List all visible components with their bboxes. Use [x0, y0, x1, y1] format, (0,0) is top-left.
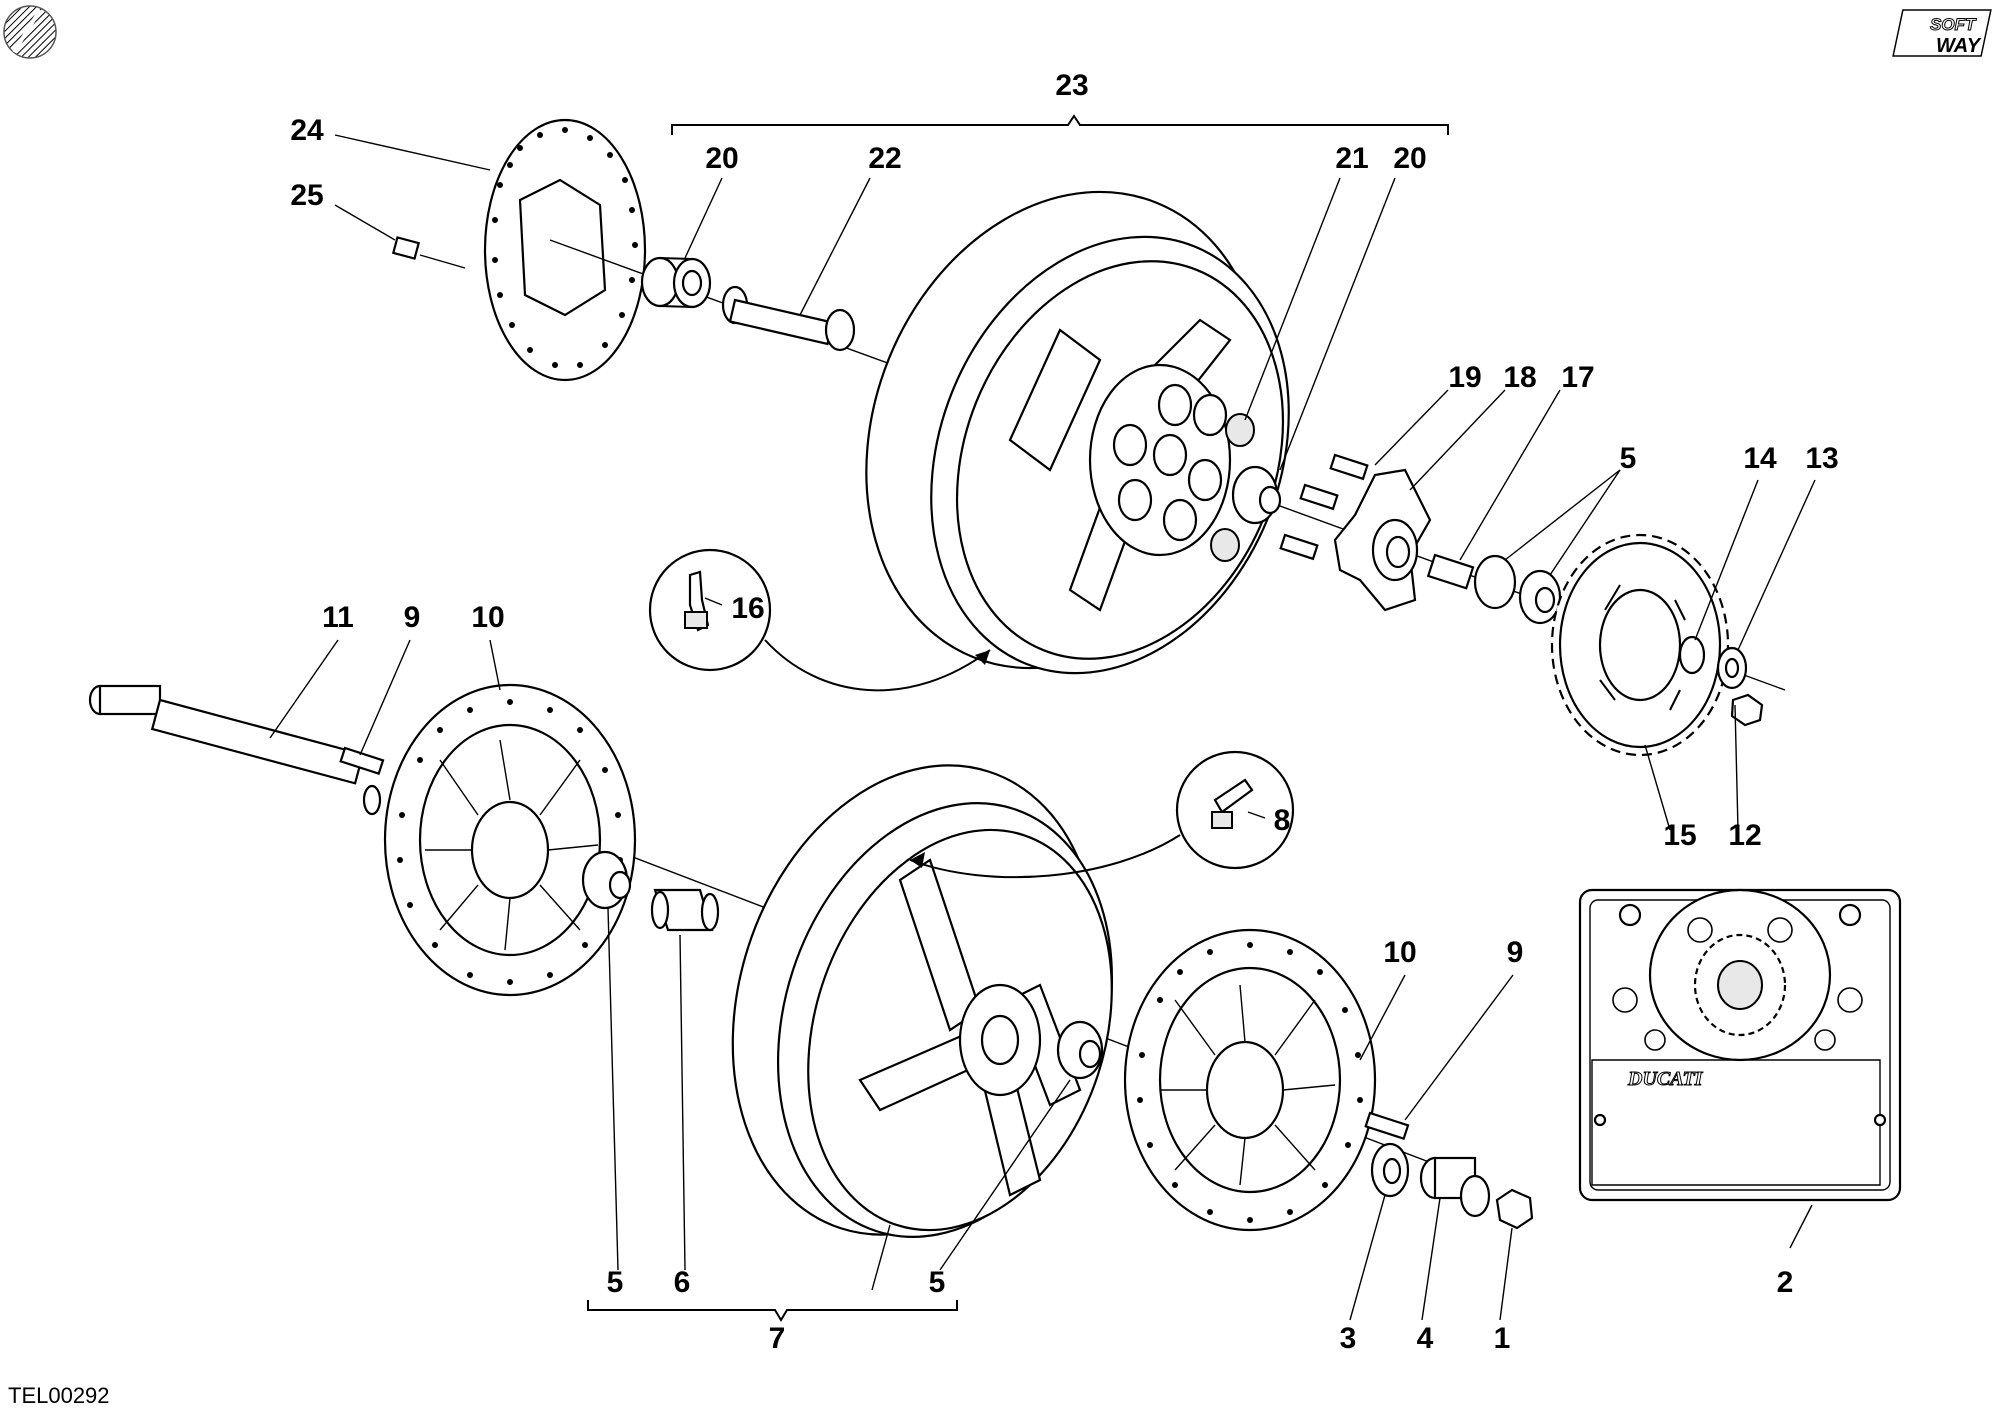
leader-lines [269, 134, 1816, 1321]
callout-9-right: 9 [1507, 936, 1524, 969]
rear-spacer [721, 285, 856, 352]
rear-wheel [865, 190, 1290, 675]
rear-sprocket [1550, 533, 1730, 757]
callout-6: 6 [674, 1266, 691, 1299]
callout-12: 12 [1728, 819, 1761, 852]
softway-logo: SOFT WAY [1892, 9, 1992, 57]
front-brake-disc-left [383, 683, 637, 997]
callout-13: 13 [1805, 442, 1838, 475]
front-wheel [731, 764, 1114, 1238]
callout-8: 8 [1274, 804, 1291, 837]
rear-bearing-right [1231, 465, 1282, 525]
callout-16: 16 [731, 592, 764, 625]
callout-7: 7 [769, 1322, 786, 1355]
front-axle-spacer [1419, 1156, 1491, 1218]
carrier-spacer [1426, 553, 1475, 590]
callout-18: 18 [1503, 361, 1536, 394]
callout-1: 1 [1494, 1322, 1511, 1355]
plate-logo-text: DUCATI [1627, 1068, 1704, 1090]
front-bearing-left [581, 850, 632, 910]
callout-25: 25 [290, 179, 323, 212]
callout-21: 21 [1335, 142, 1368, 175]
hatched-disc-icon [3, 5, 57, 59]
callout-4: 4 [1417, 1322, 1434, 1355]
logo-line-2: WAY [1936, 35, 1982, 57]
rear-valve-inset [648, 548, 991, 692]
callout-20-right: 20 [1393, 142, 1426, 175]
front-axle [88, 684, 382, 816]
sprocket-nut [1730, 693, 1764, 727]
callout-3: 3 [1340, 1322, 1357, 1355]
callout-11: 11 [322, 601, 354, 634]
callout-20-left: 20 [705, 142, 738, 175]
front-axle-nut [1495, 1188, 1534, 1230]
front-wheel-spacer [650, 888, 720, 932]
bracket-7 [587, 1300, 958, 1322]
front-disc-bolt-left [339, 746, 385, 776]
callout-23: 23 [1055, 69, 1088, 102]
front-brake-disc-right [1123, 928, 1377, 1232]
callout-10-right: 10 [1383, 936, 1416, 969]
callout-5-rear: 5 [1620, 442, 1637, 475]
front-disc-bolt-right [1364, 1111, 1410, 1141]
callout-10-left: 10 [471, 601, 504, 634]
callout-15: 15 [1663, 819, 1696, 852]
callout-9-left: 9 [404, 601, 421, 634]
callout-24: 24 [290, 114, 324, 147]
callout-22: 22 [868, 142, 901, 175]
front-axle-washer [1370, 1142, 1410, 1198]
sprocket-washers [1678, 635, 1748, 690]
callout-2: 2 [1777, 1266, 1794, 1299]
callout-14: 14 [1743, 442, 1777, 475]
rear-disc-bolt [391, 236, 466, 269]
callout-5-front-right: 5 [929, 1266, 946, 1299]
kit-plate: DUCATI [1578, 888, 1902, 1202]
carrier-bearings [1473, 554, 1562, 625]
rear-bearing-left [640, 256, 712, 309]
callout-19: 19 [1448, 361, 1481, 394]
drawing-code: TEL00292 [8, 1383, 110, 1408]
rear-brake-disc [483, 118, 647, 382]
logo-line-1: SOFT [1930, 15, 1977, 34]
front-valve-inset [909, 750, 1295, 879]
bracket-23 [671, 114, 1449, 135]
front-bearing-right [1056, 1020, 1104, 1080]
sprocket-carrier [1279, 453, 1432, 612]
callout-5-front-left: 5 [607, 1266, 624, 1299]
callout-17: 17 [1561, 361, 1594, 394]
